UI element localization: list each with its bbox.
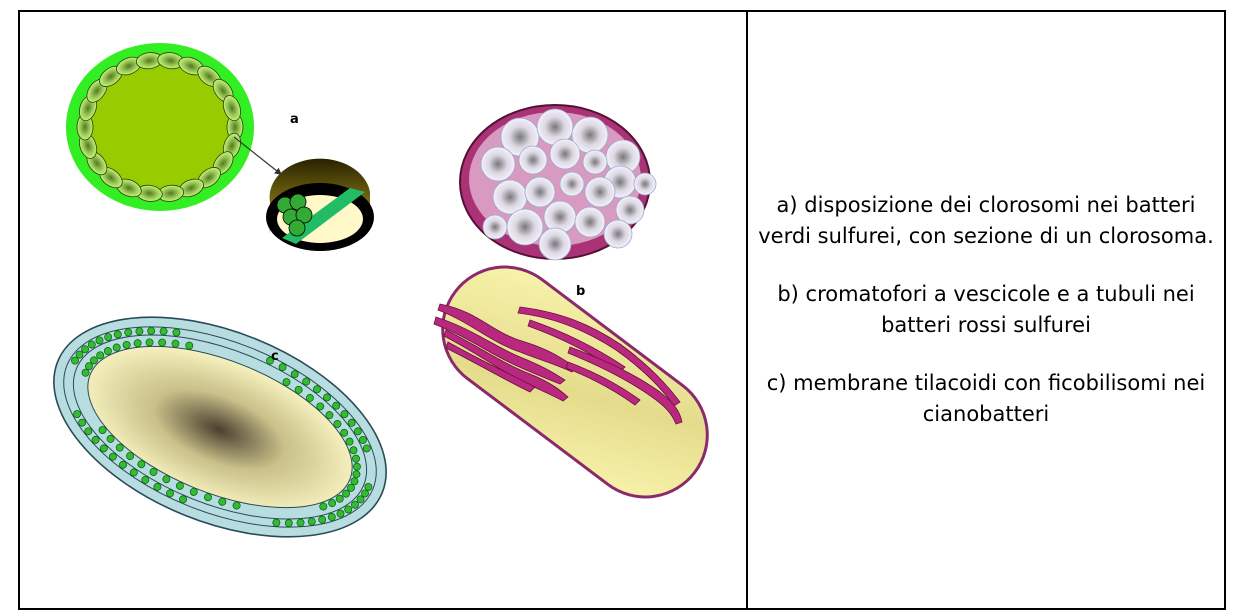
purple-bacterium-tubules: b <box>418 242 732 522</box>
vesicle <box>507 209 543 245</box>
vesicle <box>544 201 576 233</box>
green-sulfur-bacterium <box>66 43 254 211</box>
illustration-cell: a <box>20 12 748 608</box>
vesicle <box>575 207 605 237</box>
vesicle <box>539 228 571 260</box>
cyanobacterium: c <box>22 273 418 580</box>
label-a: a <box>290 112 299 127</box>
label-b: b <box>576 284 585 299</box>
vesicle <box>519 146 547 174</box>
chlorosome-section: a <box>234 112 374 251</box>
vesicle <box>550 139 580 169</box>
vesicle <box>585 177 615 207</box>
vesicle <box>560 172 584 196</box>
vesicle <box>481 147 515 181</box>
vesicle <box>634 173 656 195</box>
caption-a: a) disposizione dei clorosomi nei batter… <box>756 190 1216 252</box>
rod-cell <box>418 242 732 522</box>
vesicle <box>525 177 555 207</box>
caption-cell: a) disposizione dei clorosomi nei batter… <box>748 12 1224 608</box>
vesicle <box>483 215 507 239</box>
bacteria-illustration: a <box>20 12 748 612</box>
vesicle <box>604 220 632 248</box>
caption-c: c) membrane tilacoidi con ficobilisomi n… <box>756 368 1216 430</box>
caption-b: b) cromatofori a vescicole e a tubuli ne… <box>756 279 1216 341</box>
label-c: c <box>271 349 279 364</box>
vesicle <box>583 150 607 174</box>
figure-table: a <box>18 10 1226 610</box>
purple-bacterium-vesicles <box>460 105 656 260</box>
